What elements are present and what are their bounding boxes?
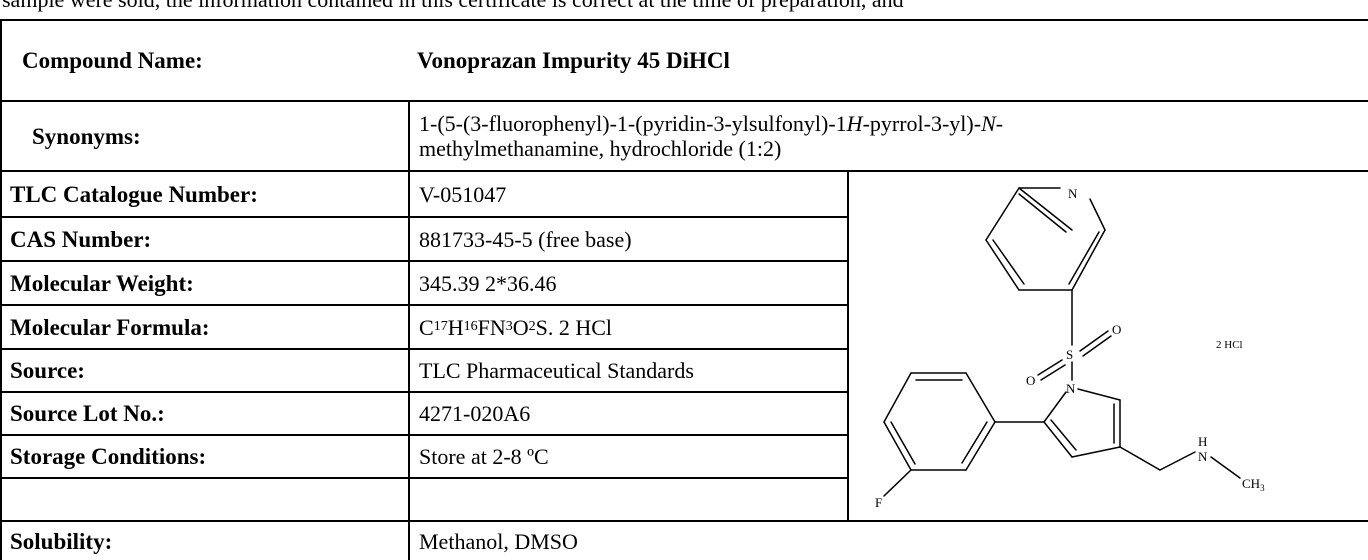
storage-conditions-label: Storage Conditions: xyxy=(10,444,207,469)
atom-n-pyrrole: N xyxy=(1066,381,1076,396)
atom-h: H xyxy=(1198,434,1207,449)
atom-o1: O xyxy=(1112,322,1121,337)
bond-phenyl-f xyxy=(883,469,912,497)
atom-s: S xyxy=(1066,347,1073,362)
synonyms-label: Synonyms: xyxy=(32,123,141,149)
molecular-weight-label: Molecular Weight: xyxy=(10,270,194,296)
source-lot-label: Source Lot No.: xyxy=(10,401,165,426)
bond-chain-3 xyxy=(1210,456,1241,479)
bond-s-o2b xyxy=(1040,364,1066,381)
bond-phenyl-1 xyxy=(965,372,996,423)
compound-name-label: Compound Name: xyxy=(22,48,203,73)
bond-chain-2 xyxy=(1159,451,1196,471)
atom-ch3: CH3 xyxy=(1242,476,1265,493)
catalogue-number-label: TLC Catalogue Number: xyxy=(10,181,258,207)
solubility-label: Solubility: xyxy=(10,528,113,554)
storage-conditions-value: Store at 2-8 ºC xyxy=(419,444,549,469)
bond-pyridine-4b xyxy=(1068,231,1100,285)
atom-n-pyridine: N xyxy=(1068,186,1078,201)
source-lot-value: 4271-020A6 xyxy=(419,401,531,426)
bond-pyridine-4 xyxy=(1071,229,1106,291)
atom-f: F xyxy=(875,495,882,510)
bond-phenyl-6 xyxy=(965,421,996,471)
salt-label: 2 HCl xyxy=(1216,339,1243,351)
synonyms-value: 1-(5-(3-fluorophenyl)-1-(pyridin-3-ylsul… xyxy=(419,111,1004,161)
source-value: TLC Pharmaceutical Standards xyxy=(419,358,694,383)
bond-chain-1 xyxy=(1119,446,1161,471)
catalogue-number-value: V-051047 xyxy=(419,181,507,207)
atom-n-amine: N xyxy=(1198,449,1208,464)
cas-number-value: 881733-45-5 (free base) xyxy=(419,226,632,252)
bond-pyrrole-1 xyxy=(1077,388,1121,401)
molecular-formula-label: Molecular Formula: xyxy=(10,314,210,340)
source-label: Source: xyxy=(10,358,85,383)
bond-pyridine-1 xyxy=(1018,187,1073,231)
bond-pyridine-3 xyxy=(1089,198,1106,231)
solubility-value: Methanol, DMSO xyxy=(419,528,578,554)
bond-phenyl-4 xyxy=(883,421,912,471)
compound-name-value: Vonoprazan Impurity 45 DiHCl xyxy=(417,48,730,73)
bond-s-o1b xyxy=(1082,335,1112,357)
bond-pyridine-6b xyxy=(992,239,1025,285)
bond-pyrrole-3 xyxy=(1071,446,1121,458)
bond-pyridine-7 xyxy=(985,187,1020,241)
bond-pyridine-6 xyxy=(985,239,1020,291)
bond-phenyl-4b xyxy=(890,421,916,465)
molecular-weight-value: 345.39 2*36.46 xyxy=(419,270,557,296)
bond-pyridine-1b xyxy=(1018,193,1067,233)
truncated-header-text: sample were sold, the information contai… xyxy=(2,0,904,13)
bond-phenyl-3 xyxy=(883,372,912,423)
atom-o2: O xyxy=(1026,373,1035,388)
cas-number-label: CAS Number: xyxy=(10,226,152,252)
bond-phenyl-6b xyxy=(961,421,988,464)
bond-pyrrole-4 xyxy=(1043,421,1073,458)
bond-pyrrole-4b xyxy=(1050,419,1077,451)
bond-s-o1 xyxy=(1079,330,1109,352)
bond-s-o2 xyxy=(1037,359,1063,376)
bond-pyrrole-5 xyxy=(1043,391,1067,423)
